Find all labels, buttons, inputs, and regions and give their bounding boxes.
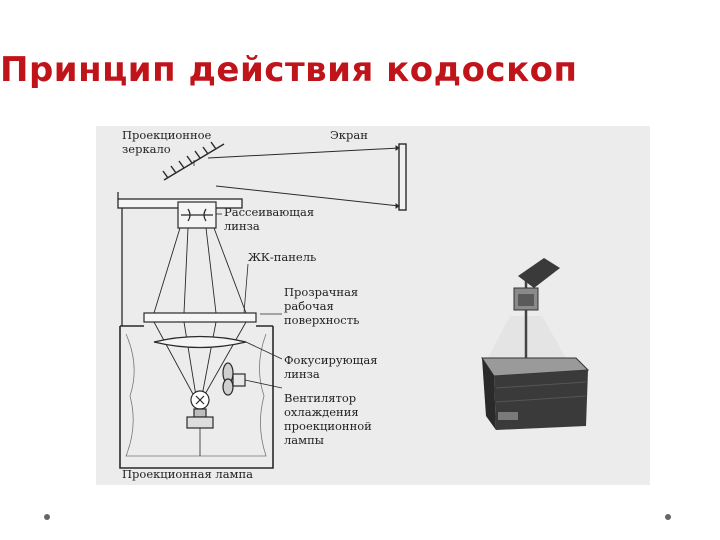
label-mirror-2: зеркало xyxy=(122,142,171,156)
label-fan-2: охлаждения xyxy=(284,405,359,419)
label-fan-1: Вентилятор xyxy=(284,391,356,405)
figure-background xyxy=(96,126,650,485)
projector-diagram: Проекционное зеркало Экран Рассеивающая … xyxy=(96,126,650,485)
slide-dot-right xyxy=(665,514,671,520)
label-fan-4: лампы xyxy=(284,433,324,447)
reflected-rays xyxy=(207,145,400,209)
label-surface-1: Прозрачная xyxy=(284,285,358,299)
leader-lines xyxy=(193,160,283,456)
label-fan-3: проекционной xyxy=(284,419,372,433)
slide-dot-left xyxy=(44,514,50,520)
lcd-panel xyxy=(143,312,257,323)
diverging-lens xyxy=(177,201,217,229)
label-surface-2: рабочая xyxy=(284,299,334,313)
label-surface-3: поверхность xyxy=(284,313,359,327)
label-mirror-1: Проекционное xyxy=(122,128,212,142)
projector-photo xyxy=(481,258,590,430)
label-lamp: Проекционная лампа xyxy=(122,467,253,481)
diagram-labels: Проекционное зеркало Экран Рассеивающая … xyxy=(122,128,377,481)
label-focus-2: линза xyxy=(284,367,320,381)
cooling-fan xyxy=(222,362,246,396)
light-cone xyxy=(153,227,247,397)
label-focus-1: Фокусирующая xyxy=(284,353,377,367)
label-lens-2: линза xyxy=(224,219,260,233)
label-lens-1: Рассеивающая xyxy=(224,205,314,219)
label-lcd: ЖК-панель xyxy=(248,250,316,264)
projector-base xyxy=(119,325,274,469)
screen xyxy=(398,143,407,211)
slide-title: Принцип действия кодоскоп xyxy=(0,50,578,90)
label-screen: Экран xyxy=(330,128,368,142)
